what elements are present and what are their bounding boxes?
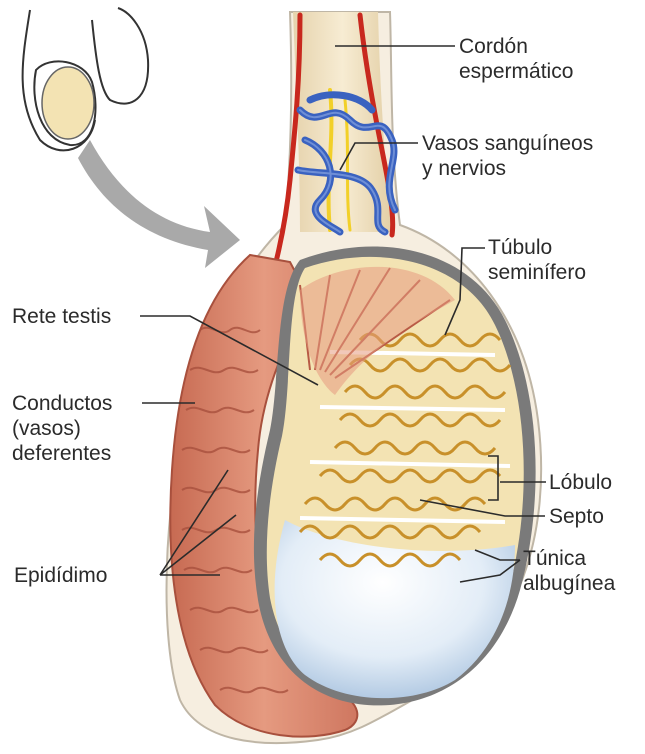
label-epididimo: Epidídimo (14, 563, 107, 588)
label-septo-text: Septo (549, 504, 604, 529)
label-rete-text: Rete testis (12, 304, 111, 329)
label-septo: Septo (549, 504, 604, 529)
label-conductos-line3: deferentes (12, 441, 112, 466)
label-tunica-line2: albugínea (523, 571, 615, 596)
label-tunica-line1: Túnica (523, 546, 615, 571)
label-tunica-albuginea: Túnica albugínea (523, 546, 615, 596)
label-vasos-sanguineos: Vasos sanguíneos y nervios (422, 131, 593, 181)
label-lobulo-text: Lóbulo (549, 470, 612, 495)
label-cordon-line1: Cordón (459, 34, 573, 59)
label-tubulo-line2: seminífero (488, 260, 586, 285)
pointer-arrow (78, 140, 240, 268)
label-tubulo-line1: Túbulo (488, 235, 586, 260)
label-vasos-line1: Vasos sanguíneos (422, 131, 593, 156)
label-tubulo-seminifero: Túbulo seminífero (488, 235, 586, 285)
label-cordon-line2: espermático (459, 59, 573, 84)
label-cordon-espermatico: Cordón espermático (459, 34, 573, 84)
label-epididimo-text: Epidídimo (14, 563, 107, 588)
label-conductos-line1: Conductos (12, 391, 112, 416)
label-conductos-line2: (vasos) (12, 416, 112, 441)
label-vasos-line2: y nervios (422, 156, 593, 181)
inset-testis (42, 67, 94, 139)
label-lobulo: Lóbulo (549, 470, 612, 495)
label-rete-testis: Rete testis (12, 304, 111, 329)
label-conductos-deferentes: Conductos (vasos) deferentes (12, 391, 112, 466)
